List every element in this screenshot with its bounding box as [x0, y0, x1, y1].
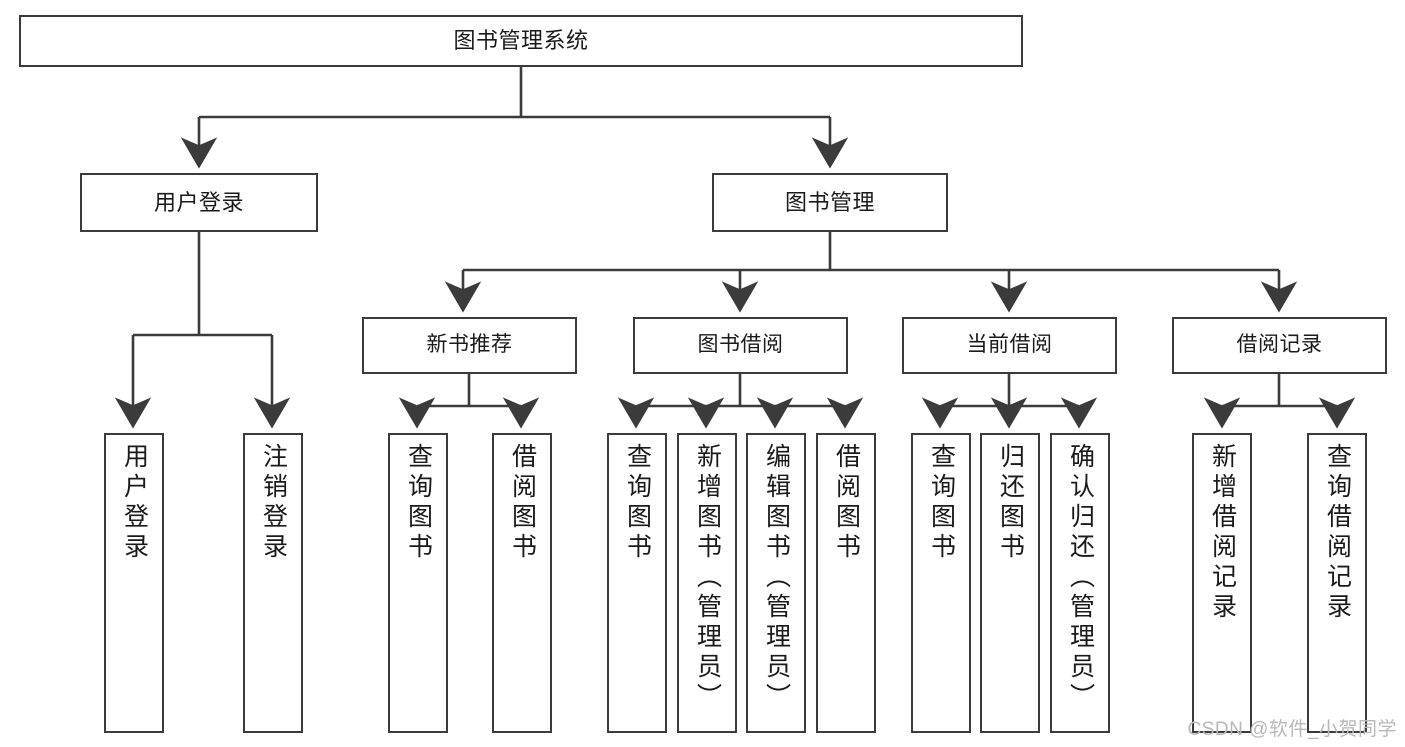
leaf-user-logout[interactable]: 注销登录 [243, 433, 303, 733]
leaf-query-book-1-label: 查询图书 [404, 443, 433, 563]
node-root-label: 图书管理系统 [453, 28, 589, 54]
leaf-user-login-label: 用户登录 [120, 443, 149, 563]
leaf-edit-book[interactable]: 编辑图书（管理员） [746, 433, 806, 733]
leaf-edit-book-label: 编辑图书（管理员） [762, 443, 791, 713]
leaf-user-logout-label: 注销登录 [259, 443, 288, 563]
node-book-management-label: 图书管理 [784, 189, 875, 215]
leaf-add-book[interactable]: 新增图书（管理员） [677, 433, 737, 733]
leaf-query-record-label: 查询借阅记录 [1323, 443, 1352, 623]
node-user-login-label: 用户登录 [153, 189, 244, 215]
leaf-confirm-return-label: 确认归还（管理员） [1066, 443, 1095, 713]
leaf-add-record[interactable]: 新增借阅记录 [1192, 433, 1252, 733]
leaf-borrow-book-2-label: 借阅图书 [832, 443, 861, 563]
leaf-query-record[interactable]: 查询借阅记录 [1307, 433, 1367, 733]
node-book-borrow[interactable]: 图书借阅 [633, 317, 848, 374]
leaf-borrow-book-1[interactable]: 借阅图书 [492, 433, 552, 733]
leaf-query-book-3[interactable]: 查询图书 [911, 433, 971, 733]
node-borrow-record-label: 借阅记录 [1236, 333, 1323, 357]
leaf-query-book-3-label: 查询图书 [927, 443, 956, 563]
node-book-borrow-label: 图书借阅 [697, 333, 784, 357]
node-current-borrow-label: 当前借阅 [966, 333, 1053, 357]
leaf-add-record-label: 新增借阅记录 [1208, 443, 1237, 623]
leaf-confirm-return[interactable]: 确认归还（管理员） [1050, 433, 1110, 733]
leaf-user-login[interactable]: 用户登录 [104, 433, 164, 733]
leaf-query-book-1[interactable]: 查询图书 [388, 433, 448, 733]
node-new-book-recommend[interactable]: 新书推荐 [362, 317, 577, 374]
leaf-return-book-label: 归还图书 [996, 443, 1025, 563]
leaf-borrow-book-1-label: 借阅图书 [508, 443, 537, 563]
leaf-return-book[interactable]: 归还图书 [980, 433, 1040, 733]
node-new-book-recommend-label: 新书推荐 [426, 333, 513, 357]
leaf-query-book-2[interactable]: 查询图书 [607, 433, 667, 733]
leaf-query-book-2-label: 查询图书 [623, 443, 652, 563]
node-root-system[interactable]: 图书管理系统 [19, 15, 1023, 67]
leaf-add-book-label: 新增图书（管理员） [693, 443, 722, 713]
leaf-borrow-book-2[interactable]: 借阅图书 [816, 433, 876, 733]
node-book-management[interactable]: 图书管理 [712, 173, 948, 232]
node-borrow-record[interactable]: 借阅记录 [1172, 317, 1387, 374]
node-current-borrow[interactable]: 当前借阅 [902, 317, 1117, 374]
node-user-login[interactable]: 用户登录 [80, 173, 318, 232]
